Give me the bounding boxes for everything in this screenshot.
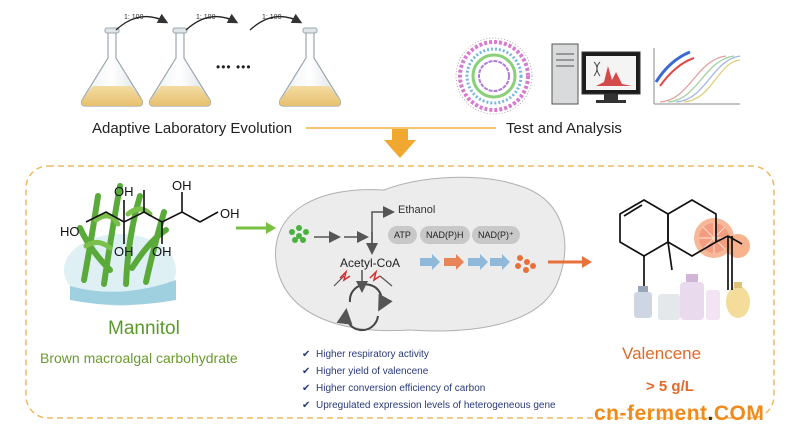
chevron-4 xyxy=(490,254,510,270)
transfer-arrow-2 xyxy=(185,13,239,31)
grapefruit-image xyxy=(694,218,750,258)
down-arrow xyxy=(384,129,416,158)
benefit-item: ✔Upregulated expression levels of hetero… xyxy=(302,397,556,414)
ethanol-label: Ethanol xyxy=(398,204,436,216)
check-icon: ✔ xyxy=(302,400,311,411)
check-icon: ✔ xyxy=(302,383,311,394)
substrate-name: Mannitol xyxy=(108,318,180,339)
results-frame xyxy=(25,165,775,419)
yeast-cell xyxy=(275,176,566,332)
mannitol-oh-1: OH xyxy=(114,184,134,199)
genome-circos-icon xyxy=(455,37,533,115)
mannitol-oh-5: OH xyxy=(114,244,134,259)
cofactor-atp: ATP xyxy=(388,226,417,244)
benefit-item: ✔Higher respiratory activity xyxy=(302,346,556,363)
test-analysis-title: Test and Analysis xyxy=(506,120,622,137)
mannitol-ho-4: HO xyxy=(60,224,80,239)
perfume-bottles-image xyxy=(634,274,750,320)
flask-1 xyxy=(80,27,144,107)
dilution-ratio-1: 1: 100 xyxy=(124,14,144,21)
product-yield: > 5 g/L xyxy=(646,378,694,395)
chevron-3 xyxy=(468,254,488,270)
mannitol-oh-2: OH xyxy=(172,178,192,193)
check-icon: ✔ xyxy=(302,349,311,360)
watermark: cn-ferment.COM xyxy=(594,402,765,425)
seaweed-image xyxy=(64,183,176,306)
transfer-arrow-1 xyxy=(115,13,169,31)
uptake-arrow-head xyxy=(266,222,276,234)
dilution-ratio-2: 1: 100 xyxy=(196,14,216,21)
mannitol-molecules xyxy=(289,225,309,243)
mannitol-oh-6: OH xyxy=(152,244,172,259)
acetyl-coa-label: Acetyl-CoA xyxy=(340,256,401,270)
transfer-arrow-3 xyxy=(249,13,303,31)
computer-icon xyxy=(551,43,641,105)
flask-3 xyxy=(278,27,342,107)
dilution-ratio-3: 1: 100 xyxy=(262,14,282,21)
cofactor-nadp: NAD(P)⁺ xyxy=(472,226,520,244)
benefit-list: ✔Higher respiratory activity ✔Higher yie… xyxy=(302,346,556,414)
flask-2 xyxy=(148,27,212,107)
adaptive-evolution-title: Adaptive Laboratory Evolution xyxy=(92,120,293,137)
check-icon: ✔ xyxy=(302,366,311,377)
benefit-item: ✔Higher yield of valencene xyxy=(302,363,556,380)
product-name: Valencene xyxy=(622,344,702,363)
cofactor-nadph: NAD(P)H xyxy=(420,226,470,244)
chevron-2 xyxy=(444,254,464,270)
product-arrow-head xyxy=(582,256,592,268)
growth-curve-chart-icon xyxy=(653,48,741,105)
chevron-1 xyxy=(420,254,440,270)
valencene-molecules xyxy=(515,255,536,273)
tca-cycle-icon xyxy=(333,269,393,332)
valencene-structure xyxy=(619,199,743,290)
benefit-item: ✔Higher conversion efficiency of carbon xyxy=(302,380,556,397)
mannitol-structure xyxy=(85,190,219,244)
mannitol-oh-3: OH xyxy=(220,206,240,221)
substrate-source: Brown macroalgal carbohydrate xyxy=(40,350,238,366)
flask-ellipsis: ••• ••• xyxy=(216,60,252,74)
